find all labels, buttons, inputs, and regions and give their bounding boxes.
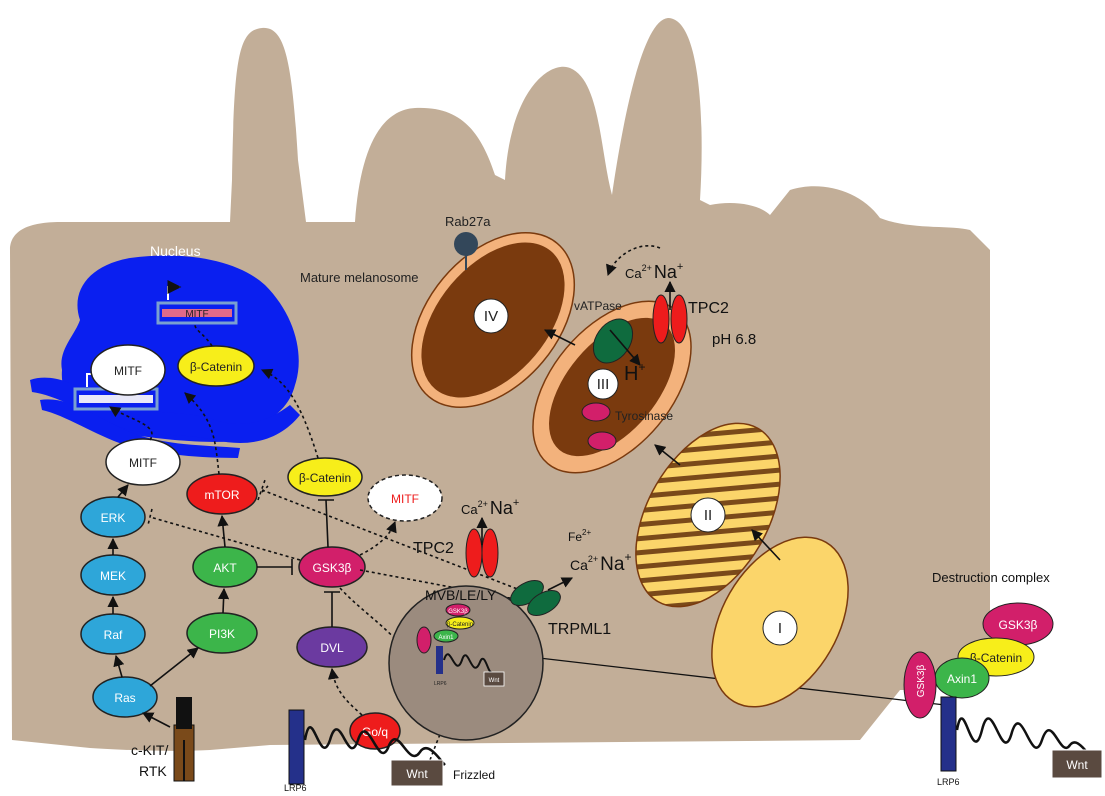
rab27a-label: Rab27a <box>445 214 491 229</box>
bcatenin-cyto-label: β-Catenin <box>299 471 351 485</box>
erk-label: ERK <box>101 511 126 525</box>
mitf-dashed-label: MITF <box>391 492 419 506</box>
gsk3b-label: GSK3β <box>313 561 352 575</box>
mature-melanosome-label: Mature melanosome <box>300 270 419 285</box>
stage-4-label: IV <box>484 308 498 325</box>
tyrosinase-blob-1[interactable] <box>582 403 610 421</box>
mvb-bcat-label: β-Catenin <box>447 622 473 628</box>
mvb-lrp6[interactable] <box>436 646 443 674</box>
tyrosinase-label: Tyrosinase <box>615 409 673 423</box>
stage-2-label: II <box>704 507 712 524</box>
lrp6-left-bar[interactable] <box>289 710 304 784</box>
tpc2-top-left[interactable] <box>653 295 669 343</box>
ckit-label-2: RTK <box>139 763 167 779</box>
mtor-label: mTOR <box>204 488 239 502</box>
dc-lrp6-bar[interactable] <box>941 697 956 771</box>
vatpase-label: vATPase <box>574 299 622 313</box>
pi3k-label: PI3K <box>209 627 235 641</box>
stage-1-label: I <box>778 620 782 637</box>
mvb-lrp6-label: LRP6 <box>434 681 447 687</box>
tpc2-mid-label: TPC2 <box>413 540 454 557</box>
destruction-complex-label: Destruction complex <box>932 570 1050 585</box>
edge-pi3k-akt <box>223 589 224 613</box>
frizzled-label: Frizzled <box>453 768 495 782</box>
mvb-gsk3b-a-label: GSK3β <box>448 609 468 615</box>
akt-label: AKT <box>213 561 237 575</box>
ckit-label-1: c-KIT/ <box>131 742 168 758</box>
mvb-label: MVB/LE/LY <box>425 587 497 603</box>
tpc2-top-right[interactable] <box>671 295 687 343</box>
mitf-cyto-label: MITF <box>129 456 157 470</box>
tpc2-top-label: TPC2 <box>688 300 729 317</box>
ras-label: Ras <box>114 691 135 705</box>
tpc2-mid-right[interactable] <box>482 529 498 577</box>
dvl-label: DVL <box>320 641 344 655</box>
tyrosinase-blob-2[interactable] <box>588 432 616 450</box>
mitf-nucleus-label: MITF <box>114 364 142 378</box>
dc-axin1-label: Axin1 <box>947 672 977 686</box>
dc-gsk3b-top-label: GSK3β <box>999 618 1038 632</box>
wnt-left-label: Wnt <box>406 767 428 781</box>
dc-gsk3b-side-label: GSK3β <box>916 665 927 698</box>
dc-frizzled <box>957 718 1092 754</box>
mek-label: MEK <box>100 569 126 583</box>
lrp6-left-label: LRP6 <box>284 783 307 791</box>
lrp6-right-label: LRP6 <box>937 777 960 787</box>
mitf-gene-left-bar <box>79 395 153 403</box>
trpml1-label: TRPML1 <box>548 621 611 638</box>
mitf-gene-top-label: MITF <box>185 309 208 320</box>
mvb-gsk3b-b[interactable] <box>417 627 431 653</box>
mvb-compartment: MVB/LE/LY GSK3β β-Catenin Axin1 LRP6 Wnt <box>389 586 543 740</box>
nucleus-label: Nucleus <box>150 243 201 259</box>
bcatenin-nucleus-label: β-Catenin <box>190 360 242 374</box>
raf-label: Raf <box>104 628 123 642</box>
ph-label: pH 6.8 <box>712 331 756 348</box>
rab27a-protein[interactable] <box>454 232 478 256</box>
mvb-axin-label: Axin1 <box>438 635 454 641</box>
stage-3-label: III <box>597 376 610 393</box>
mvb-wnt-label: Wnt <box>489 678 500 684</box>
ckit-transmembrane[interactable] <box>176 697 192 729</box>
dc-wnt-label: Wnt <box>1066 758 1088 772</box>
tpc2-mid-left[interactable] <box>466 529 482 577</box>
